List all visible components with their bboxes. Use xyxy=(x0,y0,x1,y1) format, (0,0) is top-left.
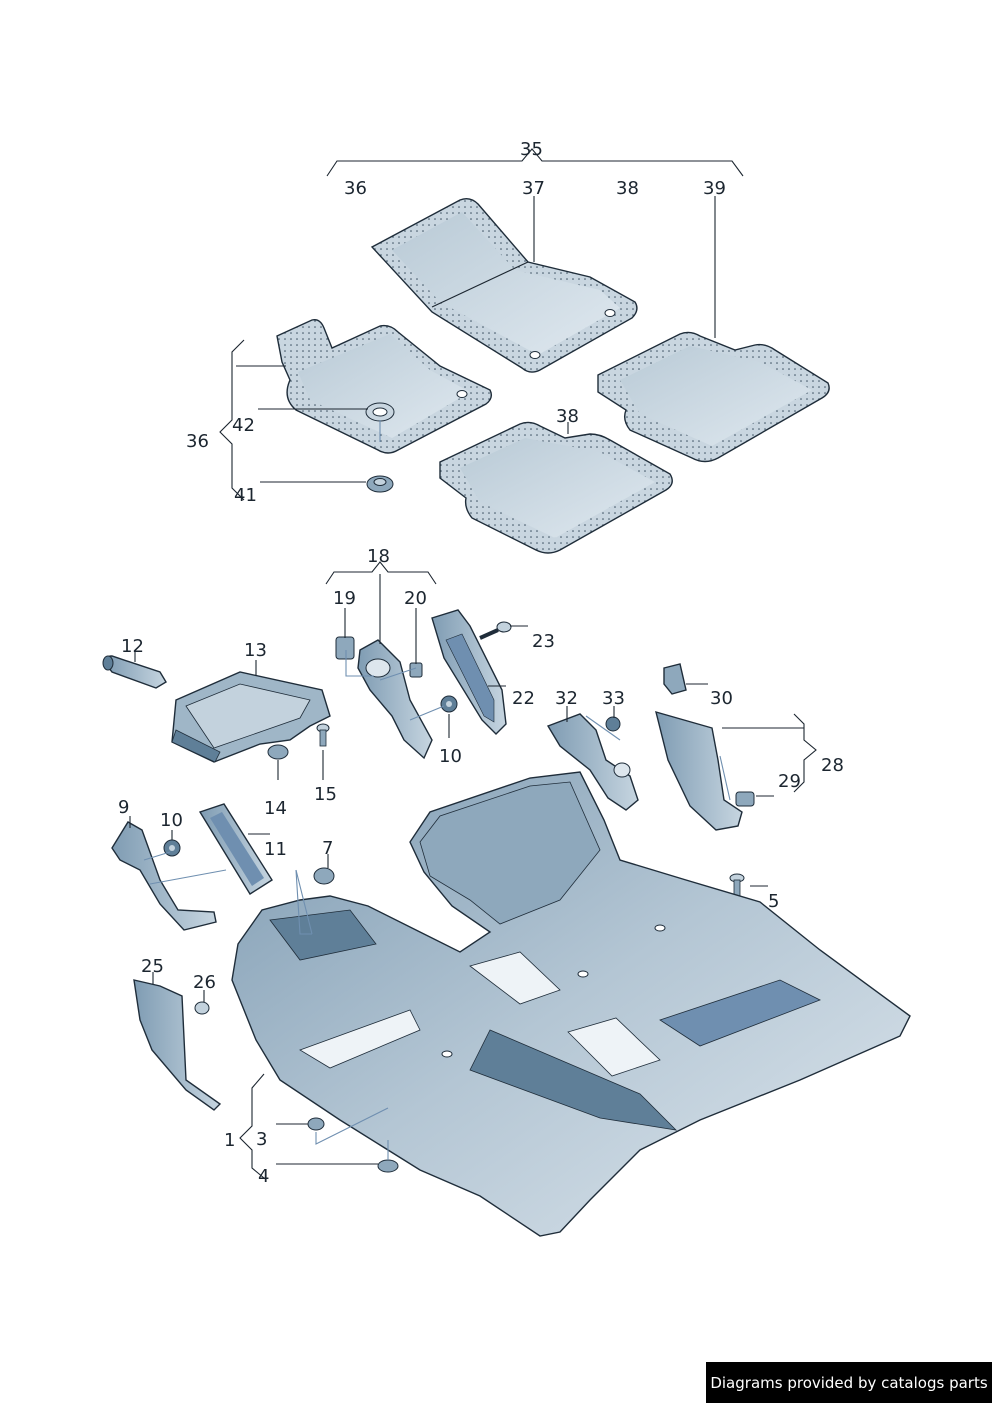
label-18: 18 xyxy=(367,546,390,567)
callout-labels: 35 36 37 38 39 38 42 36 41 18 19 20 23 1… xyxy=(118,139,844,1187)
pad-11[interactable] xyxy=(198,803,273,895)
assembly-lines xyxy=(143,650,731,1160)
label-11: 11 xyxy=(264,839,287,860)
nut-10-left[interactable] xyxy=(163,839,181,857)
clip-14[interactable] xyxy=(267,744,289,780)
clip-4[interactable] xyxy=(377,1159,399,1173)
label-4: 4 xyxy=(258,1166,269,1187)
label-39: 39 xyxy=(703,178,726,199)
clip-26[interactable] xyxy=(194,1001,210,1015)
screw-23[interactable] xyxy=(479,621,512,640)
label-5: 5 xyxy=(768,891,779,912)
label-36-top: 36 xyxy=(344,178,367,199)
clip-3[interactable] xyxy=(307,1117,325,1131)
clip-29[interactable] xyxy=(735,791,755,807)
floor-mat-front-right[interactable] xyxy=(370,197,638,373)
nut-10-top[interactable] xyxy=(440,695,458,738)
bracket-18[interactable] xyxy=(357,639,433,760)
label-15: 15 xyxy=(314,784,337,805)
label-33: 33 xyxy=(602,688,625,709)
mat-retainer-clip[interactable] xyxy=(366,475,394,493)
side-panel-28[interactable] xyxy=(655,710,743,831)
label-9: 9 xyxy=(118,797,129,818)
label-32: 32 xyxy=(555,688,578,709)
clip-12[interactable] xyxy=(102,655,167,689)
label-10: 10 xyxy=(160,810,183,831)
label-35: 35 xyxy=(520,139,543,160)
label-38-top: 38 xyxy=(616,178,639,199)
footer-text: Diagrams provided by catalogs parts xyxy=(710,1373,988,1392)
label-37: 37 xyxy=(522,178,545,199)
footer-credit: Diagrams provided by catalogs parts xyxy=(706,1362,992,1403)
label-30: 30 xyxy=(710,688,733,709)
label-36: 36 xyxy=(186,431,209,452)
floor-mat-rear-right[interactable] xyxy=(597,331,830,463)
clip-19[interactable] xyxy=(335,636,355,660)
label-22: 22 xyxy=(512,688,535,709)
label-19: 19 xyxy=(333,588,356,609)
label-28: 28 xyxy=(821,755,844,776)
clip-7[interactable] xyxy=(313,867,335,885)
label-42: 42 xyxy=(232,415,255,436)
label-23: 23 xyxy=(532,631,555,652)
label-38: 38 xyxy=(556,406,579,427)
screw-15[interactable] xyxy=(316,723,330,780)
label-20: 20 xyxy=(404,588,427,609)
label-1: 1 xyxy=(224,1130,235,1151)
pad-22[interactable] xyxy=(431,609,507,735)
label-41: 41 xyxy=(234,485,257,506)
clip-30[interactable] xyxy=(663,663,687,695)
mat-set-bracket xyxy=(326,148,744,177)
floor-mat-front-left[interactable] xyxy=(276,318,493,454)
storage-tray-13[interactable] xyxy=(171,671,331,763)
label-12: 12 xyxy=(121,636,144,657)
bracket-9[interactable] xyxy=(111,821,217,931)
floor-mat-rear-left[interactable] xyxy=(439,421,673,554)
bracket-32[interactable] xyxy=(546,713,639,811)
label-3: 3 xyxy=(256,1129,267,1150)
label-25: 25 xyxy=(141,956,164,977)
label-26: 26 xyxy=(193,972,216,993)
clip-20[interactable] xyxy=(409,662,423,678)
leader-lines-top xyxy=(236,196,716,483)
floor-carpet-1[interactable] xyxy=(231,771,911,1237)
label-10-top: 10 xyxy=(439,746,462,767)
label-13: 13 xyxy=(244,640,267,661)
label-14: 14 xyxy=(264,798,287,819)
label-7: 7 xyxy=(322,838,333,859)
label-29: 29 xyxy=(778,771,801,792)
leader-lines-bottom xyxy=(129,574,804,1165)
nut-33[interactable] xyxy=(605,716,621,732)
trim-panel-25[interactable] xyxy=(133,979,222,1111)
